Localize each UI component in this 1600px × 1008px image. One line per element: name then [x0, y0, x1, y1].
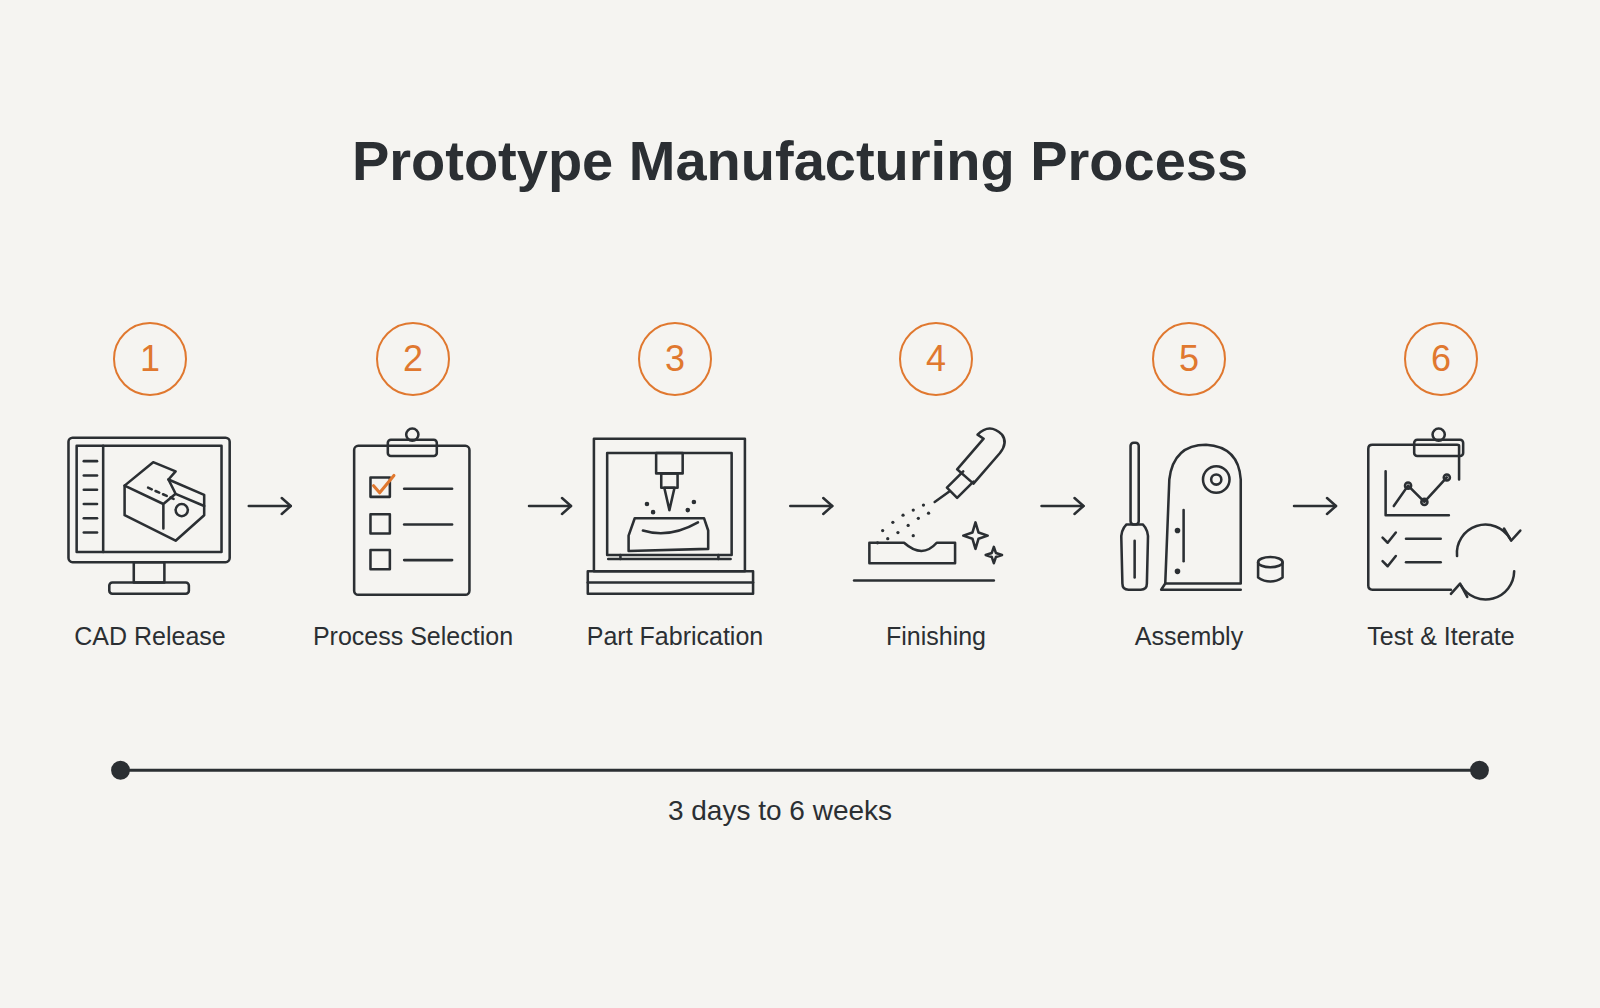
timeline-bar [112, 762, 1487, 778]
process-step: 4Finishing [851, 322, 1021, 662]
flow-arrow [1294, 498, 1336, 514]
step-label: Part Fabrication [579, 622, 772, 651]
step-label: Test & Iterate [1356, 622, 1526, 651]
step-number: 1 [113, 322, 187, 396]
process-step: 6Test & Iterate [1356, 322, 1526, 662]
diagram-title: Prototype Manufacturing Process [0, 128, 1600, 193]
process-step: 5Assembly [1104, 322, 1274, 662]
step-number: 2 [376, 322, 450, 396]
cnc-machine-icon [588, 439, 753, 594]
assembly-icon [1121, 443, 1282, 590]
flow-arrow [529, 498, 571, 514]
timeline-caption: 3 days to 6 weeks [0, 795, 1560, 827]
checklist-icon [354, 429, 469, 595]
flow-arrow [249, 498, 291, 514]
test-report-icon [1368, 429, 1520, 600]
step-label: Finishing [851, 622, 1021, 651]
monitor-icon [68, 438, 229, 594]
process-step: 1CAD Release [65, 322, 235, 662]
step-number: 3 [638, 322, 712, 396]
step-label: Process Selection [305, 622, 522, 651]
step-label: Assembly [1104, 622, 1274, 651]
spray-dots [876, 503, 930, 544]
process-step: 2Process Selection [305, 322, 522, 662]
process-step: 3Part Fabrication [579, 322, 772, 662]
flow-arrow [1042, 498, 1084, 514]
spray-nozzle-icon [854, 429, 1005, 581]
step-number: 4 [899, 322, 973, 396]
step-number: 6 [1404, 322, 1478, 396]
step-label: CAD Release [65, 622, 235, 651]
flow-arrow [790, 498, 832, 514]
step-number: 5 [1152, 322, 1226, 396]
